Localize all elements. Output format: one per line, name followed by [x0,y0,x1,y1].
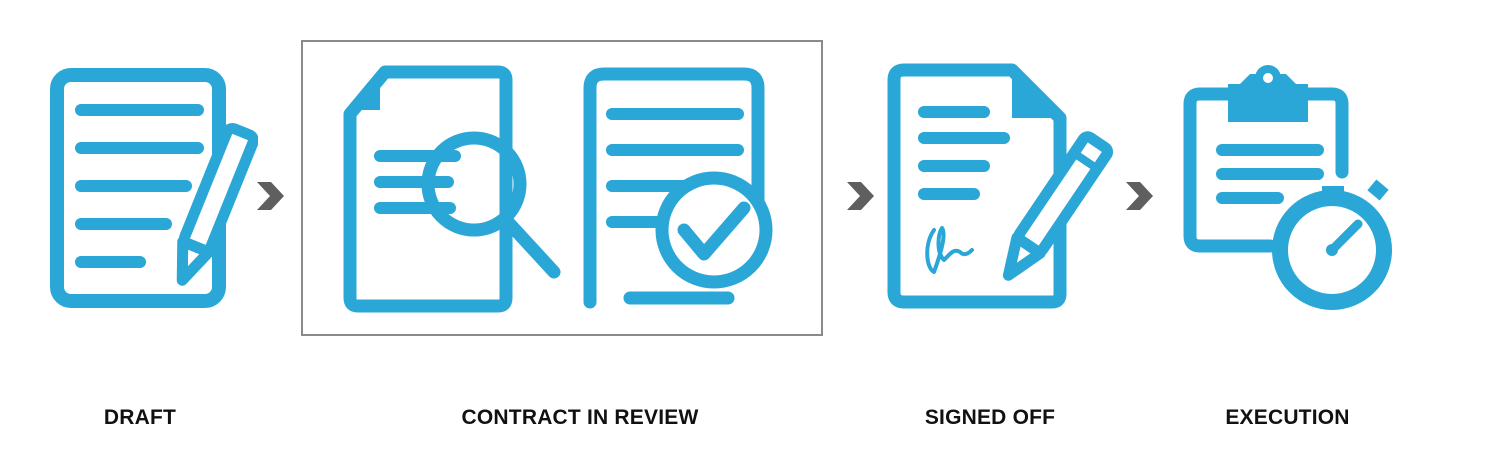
step-label-execution: EXECUTION [1225,406,1350,429]
chevron-right-icon [257,182,284,210]
chevron-right-icon [847,182,874,210]
document-pencil-icon [50,68,258,308]
document-magnifier-icon [343,65,561,313]
step-label-draft: DRAFT [103,406,177,429]
clipboard-stopwatch-icon [1183,65,1392,310]
step-label-signed-off: SIGNED OFF [924,406,1056,429]
document-check-icon [583,67,773,309]
chevron-right-icon [1126,182,1153,210]
highlight-box [301,40,823,336]
signed-document-pencil-icon [887,63,1114,309]
step-label-contract-in-review: CONTRACT IN REVIEW [461,406,699,429]
